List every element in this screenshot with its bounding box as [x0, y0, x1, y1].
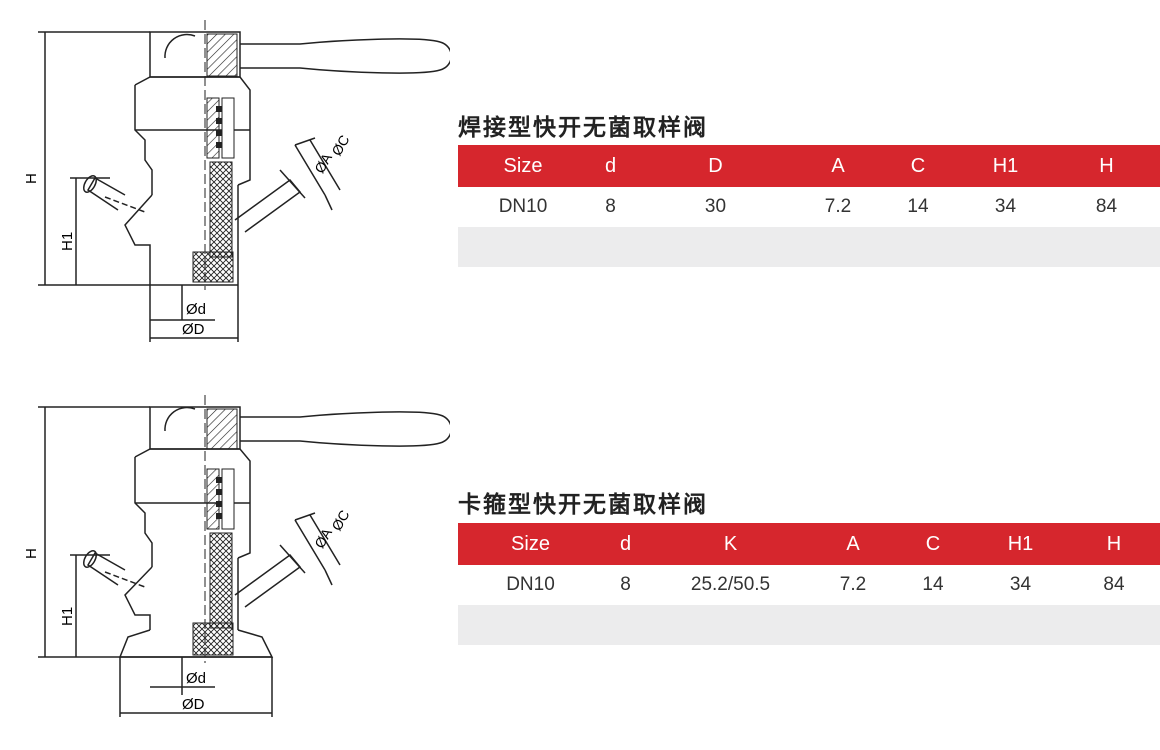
table-cell: DN10	[498, 196, 548, 217]
table-header-row: Size d K A C H1 H	[458, 523, 1160, 565]
spec-table: Size d K A C H1 H DN10 8 25.2/50.5 7.2 1…	[458, 523, 1160, 645]
section-title: 卡箍型快开无菌取样阀	[458, 492, 708, 518]
table-cell: 14	[907, 196, 929, 217]
table-cell: 14	[922, 574, 944, 595]
blank-cell	[648, 605, 813, 645]
drawing-label-d: Ød	[186, 301, 206, 318]
blank-cell	[458, 605, 603, 645]
section-title: 焊接型快开无菌取样阀	[458, 115, 708, 141]
header-cell: Size	[458, 145, 588, 187]
blank-cell	[878, 227, 958, 267]
blank-cell	[633, 227, 798, 267]
drawing-label-c: ØC	[328, 132, 352, 158]
table-cell: 8	[620, 574, 631, 595]
drawing-label-D: ØD	[182, 696, 205, 713]
blank-cell	[893, 605, 973, 645]
table-cell: 84	[1103, 574, 1125, 595]
table-blank-row	[458, 227, 1160, 267]
header-cell: D	[633, 145, 798, 187]
header-cell: H	[1053, 145, 1160, 187]
header-cell: H	[1068, 523, 1160, 565]
table-cell: 7.2	[824, 196, 852, 217]
blank-cell	[1068, 605, 1160, 645]
header-cell: d	[588, 145, 633, 187]
header-cell: A	[798, 145, 878, 187]
header-cell: K	[648, 523, 813, 565]
header-cell: H1	[973, 523, 1068, 565]
blank-cell	[973, 605, 1068, 645]
header-cell: A	[813, 523, 893, 565]
table-cell: 34	[1009, 574, 1032, 595]
header-cell: Size	[458, 523, 603, 565]
table-cell: 84	[1095, 196, 1118, 217]
blank-cell	[958, 227, 1053, 267]
table-cell: DN10	[506, 574, 555, 595]
blank-cell	[458, 227, 588, 267]
drawing-label-d: Ød	[186, 670, 206, 687]
header-cell: C	[878, 145, 958, 187]
table-cell: 34	[994, 196, 1017, 217]
blank-cell	[603, 605, 648, 645]
table-cell: 25.2/50.5	[690, 574, 771, 595]
table-cell: 30	[704, 196, 727, 217]
valve-drawing-clamp: H H1 Ød ØD ØA ØC	[23, 395, 450, 717]
section-weld-type: H H1 Ød ØD ØA ØC 焊接型快开无菌取样阀 Size d D A C…	[0, 0, 1160, 370]
header-cell: d	[603, 523, 648, 565]
drawing-label-a: ØA	[311, 525, 335, 551]
table-header-row: Size d D A C H1 H	[458, 145, 1160, 187]
blank-cell	[588, 227, 633, 267]
table-row: DN10 8 30 7.2 14 34 84	[458, 187, 1160, 227]
drawing-label-h1: H1	[59, 232, 76, 251]
header-cell: H1	[958, 145, 1053, 187]
blank-cell	[813, 605, 893, 645]
table-cell: 7.2	[839, 574, 867, 595]
valve-drawing-weld: H H1 Ød ØD ØA ØC	[23, 20, 450, 342]
blank-cell	[798, 227, 878, 267]
table-row: DN10 8 25.2/50.5 7.2 14 34 84	[458, 565, 1160, 605]
blank-cell	[1053, 227, 1160, 267]
drawing-label-h: H	[23, 548, 40, 559]
table-cell: 8	[605, 196, 616, 217]
spec-table: Size d D A C H1 H DN10 8 30 7.2 14 34 84	[458, 145, 1160, 267]
drawing-label-c: ØC	[328, 507, 352, 533]
drawing-label-h1: H1	[59, 607, 76, 626]
drawing-label-h: H	[23, 173, 40, 184]
section-clamp-type: H H1 Ød ØD ØA ØC 卡箍型快开无菌取样阀 Size d K A C…	[0, 380, 1160, 750]
drawing-label-D: ØD	[182, 321, 205, 338]
table-blank-row	[458, 605, 1160, 645]
drawing-label-a: ØA	[311, 150, 335, 176]
header-cell: C	[893, 523, 973, 565]
